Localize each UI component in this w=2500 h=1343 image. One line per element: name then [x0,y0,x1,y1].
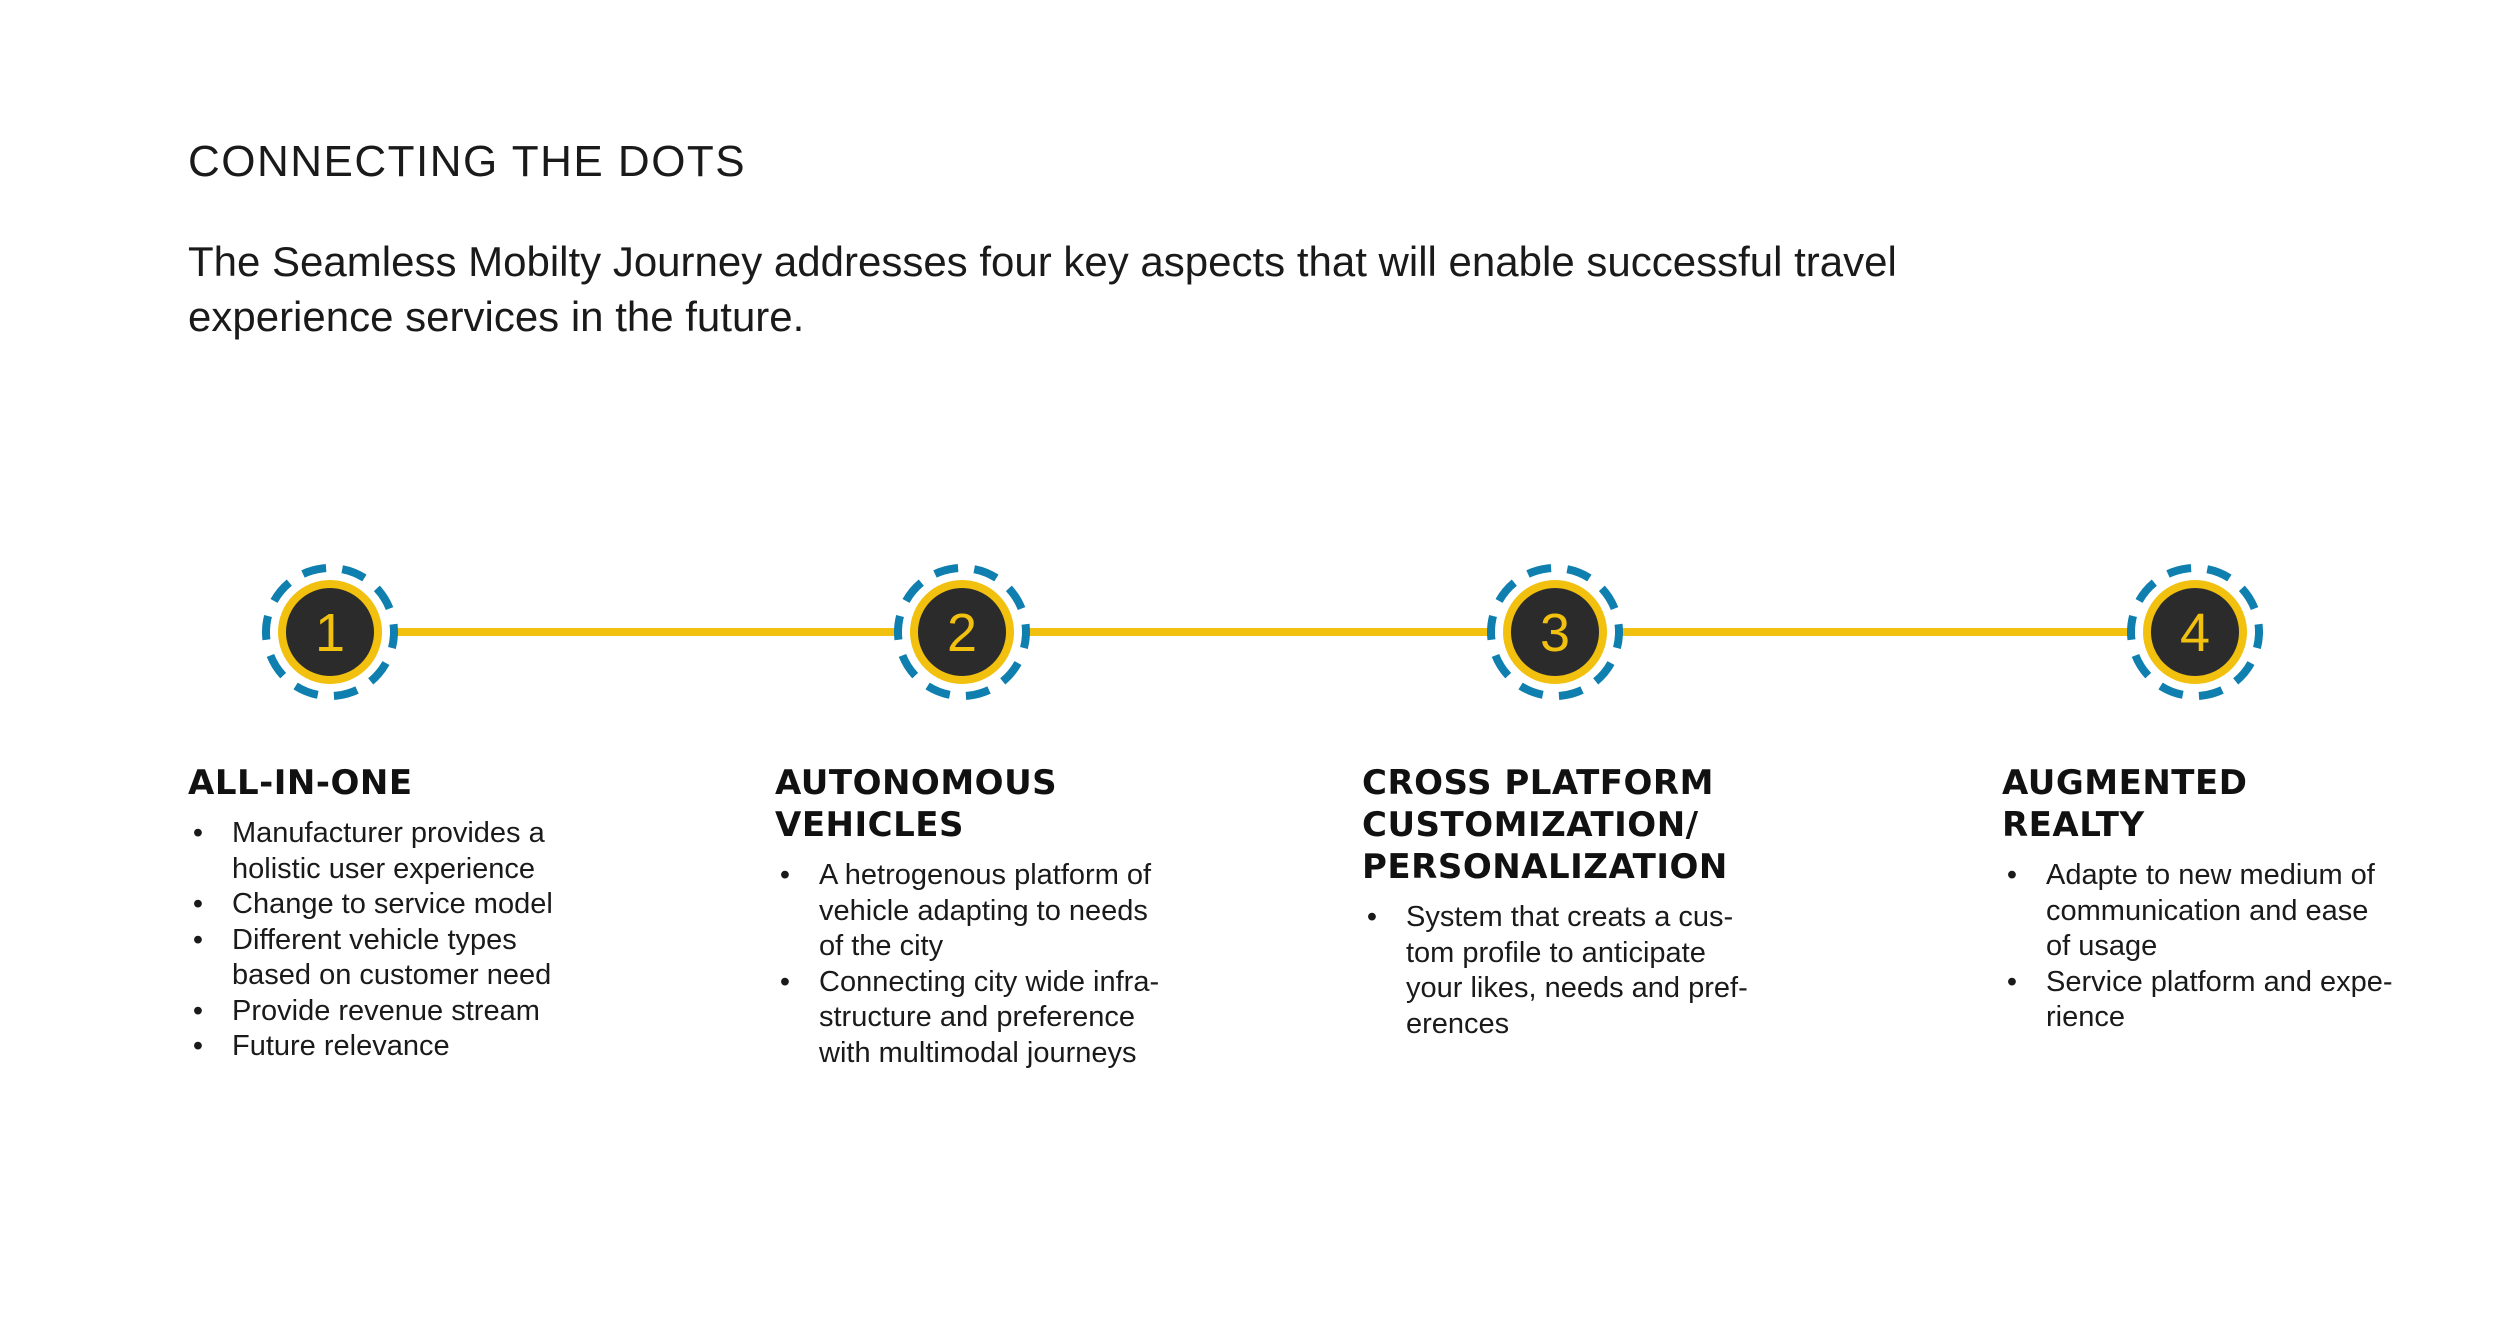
bullet-text: Different vehicle types based on custome… [232,923,552,992]
bullet-dot-icon: • [2006,859,2018,891]
bullet-dot-icon: • [779,965,791,998]
bullet-text: System that creats a cus- tom profile to… [1406,901,1748,1040]
bullet-dot-icon: • [192,817,204,849]
bullet-text: A hetrogenous platform of vehicle adapti… [819,859,1152,962]
bullet-text: Provide revenue stream [232,994,540,1027]
step-node-4: 4 [2127,564,2263,700]
bullet-list: • Adapte to new medium of communication a… [2002,858,2393,1036]
bullet-dot-icon: • [192,923,204,956]
bullet-item: • System that creats a cus- tom profile t… [1362,900,1748,1042]
step-circle [278,580,382,684]
bullet-text: Adapte to new medium of communication an… [2046,859,2375,962]
bullet-dot-icon: • [2006,965,2018,998]
bullet-item: • Different vehicle types based on custom… [188,923,553,994]
bullet-item: • Future relevance [188,1029,553,1065]
bullet-text: Service platform and expe- rience [2046,965,2393,1034]
step-node-2: 2 [894,564,1030,700]
bullet-text: Change to service model [232,888,553,920]
aspect-column-4: AUGMENTED REALTY • Adapte to new medium of… [2002,762,2393,1036]
bullet-dot-icon: • [779,859,791,891]
bullet-dot-icon: • [192,994,204,1027]
aspect-column-2: AUTONOMOUS VEHICLES • A hetrogenous platfo… [775,762,1159,1071]
bullet-item: • Manufacturer provides a holistic user e… [188,816,553,887]
step-number: 4 [2180,603,2210,663]
step-number: 1 [315,603,345,663]
bullet-item: • Connecting city wide infra- structure a… [775,965,1159,1072]
step-node-1: 1 [262,564,398,700]
step-circle [2143,580,2247,684]
bullet-item: • Adapte to new medium of communication a… [2002,858,2393,965]
bullet-dot-icon: • [1366,901,1378,933]
page-title: CONNECTING THE DOTS [188,137,747,186]
step-number: 3 [1540,603,1570,663]
bullet-item: • Change to service model [188,887,553,923]
bullet-dot-icon: • [192,888,204,920]
bullet-item: • Provide revenue stream [188,994,553,1030]
aspect-column-3: CROSS PLATFORM CUSTOMIZATION/ PERSONALIZ… [1362,762,1748,1042]
intro-paragraph: The Seamless Mobilty Journey addresses f… [188,238,1897,340]
step-circle [910,580,1014,684]
bullet-item: • A hetrogenous platform of vehicle adapt… [775,858,1159,965]
aspect-title: CROSS PLATFORM CUSTOMIZATION/ PERSONALIZ… [1362,763,1728,887]
aspect-column-1: ALL-IN-ONE • Manufacturer provides a holis… [188,762,553,1065]
bullet-list: • A hetrogenous platform of vehicle adapt… [775,858,1159,1071]
bullet-dot-icon: • [192,1030,204,1062]
step-node-3: 3 [1487,564,1623,700]
aspect-title: ALL-IN-ONE [188,763,413,803]
bullet-text: Manufacturer provides a holistic user ex… [232,817,545,885]
bullet-item: • Service platform and expe- rience [2002,965,2393,1036]
aspect-title: AUGMENTED REALTY [2002,763,2248,845]
aspect-title: AUTONOMOUS VEHICLES [775,763,1058,845]
bullet-text: Future relevance [232,1030,450,1062]
bullet-list: • System that creats a cus- tom profile t… [1362,900,1748,1042]
bullet-text: Connecting city wide infra- structure an… [819,965,1160,1069]
step-number: 2 [947,603,977,663]
step-circle [1503,580,1607,684]
bullet-list: • Manufacturer provides a holistic user e… [188,816,553,1065]
